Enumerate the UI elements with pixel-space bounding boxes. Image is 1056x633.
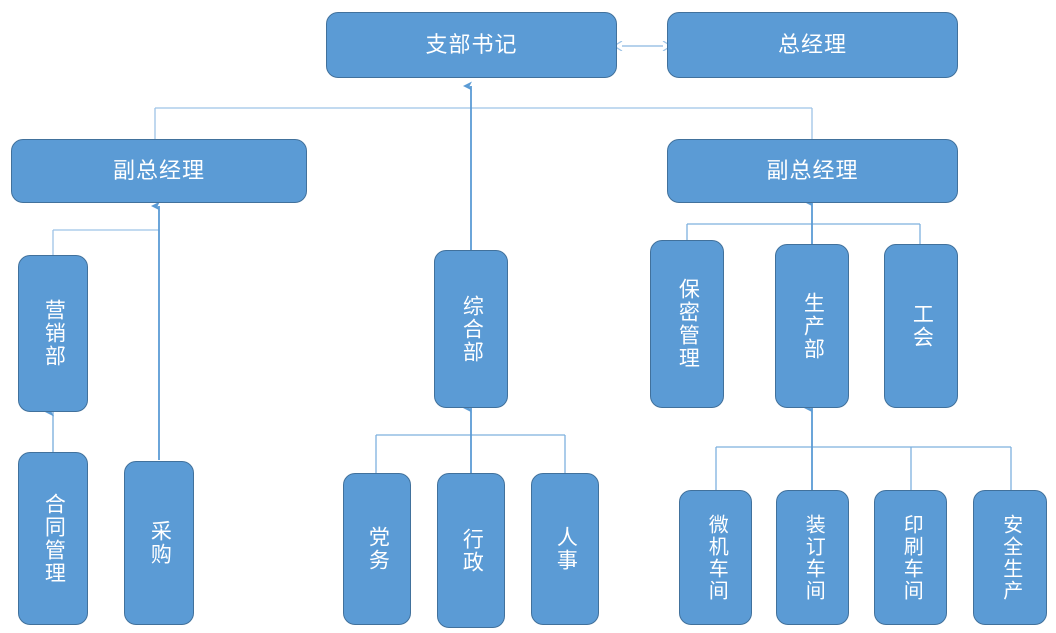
node-label-confidentiality-mgmt: 保密管理 — [676, 278, 700, 370]
node-label-labor-union: 工会 — [910, 303, 934, 349]
node-label-marketing-dept: 营销部 — [42, 299, 66, 368]
node-procurement[interactable]: 采购 — [124, 461, 194, 625]
node-administration[interactable]: 行政 — [437, 473, 505, 628]
node-label-procurement: 采购 — [148, 520, 172, 566]
edge-bus-general-affairs — [375, 403, 566, 473]
node-printing-workshop[interactable]: 印刷车间 — [874, 490, 947, 625]
node-confidentiality-mgmt[interactable]: 保密管理 — [650, 240, 724, 408]
edge-bus-production — [715, 403, 1012, 490]
node-label-party-affairs: 党务 — [366, 526, 390, 572]
node-contract-mgmt[interactable]: 合同管理 — [18, 452, 88, 625]
node-computer-workshop[interactable]: 微机车间 — [679, 490, 752, 625]
node-party-secretary[interactable]: 支部书记 — [326, 12, 617, 78]
node-label-deputy-gm-left: 副总经理 — [112, 158, 205, 184]
node-deputy-gm-left[interactable]: 副总经理 — [11, 139, 307, 203]
node-deputy-gm-right[interactable]: 副总经理 — [667, 139, 958, 203]
node-general-affairs-dept[interactable]: 综合部 — [434, 250, 508, 408]
node-personnel[interactable]: 人事 — [531, 473, 599, 625]
node-label-general-manager: 总经理 — [777, 32, 847, 58]
node-label-party-secretary: 支部书记 — [425, 32, 518, 58]
node-label-safety-production: 安全生产 — [999, 513, 1022, 602]
node-label-contract-mgmt: 合同管理 — [42, 492, 66, 585]
node-label-personnel: 人事 — [554, 526, 578, 572]
node-party-affairs[interactable]: 党务 — [343, 473, 411, 625]
node-label-printing-workshop: 印刷车间 — [900, 513, 923, 602]
node-binding-workshop[interactable]: 装订车间 — [776, 490, 849, 625]
node-label-administration: 行政 — [460, 527, 484, 574]
node-marketing-dept[interactable]: 营销部 — [18, 255, 88, 412]
node-safety-production[interactable]: 安全生产 — [973, 490, 1047, 625]
node-label-computer-workshop: 微机车间 — [705, 513, 728, 602]
edge-bus-right-deputy — [686, 197, 921, 244]
node-label-production-dept: 生产部 — [801, 291, 825, 361]
node-labor-union[interactable]: 工会 — [884, 244, 958, 408]
node-general-manager[interactable]: 总经理 — [667, 12, 958, 78]
node-label-general-affairs-dept: 综合部 — [460, 294, 484, 364]
node-production-dept[interactable]: 生产部 — [775, 244, 849, 408]
node-label-binding-workshop: 装订车间 — [802, 513, 825, 602]
node-label-deputy-gm-right: 副总经理 — [766, 158, 859, 184]
